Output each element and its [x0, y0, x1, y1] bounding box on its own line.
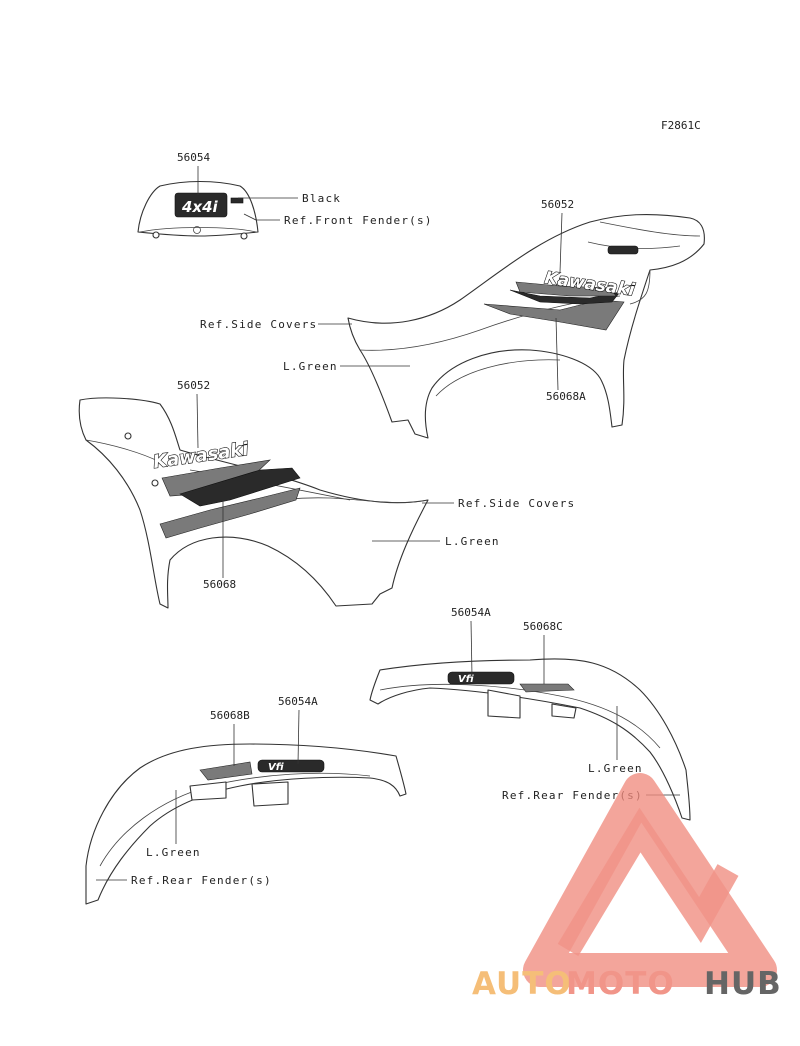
stripe-56068C: [519, 683, 575, 693]
ref-rear-fender-right: Ref.Rear Fender(s): [502, 789, 643, 802]
ref-front-fender: Ref.Front Fender(s): [284, 214, 433, 227]
right-side-cover-group: Kawasaki 56052 Ref.Side Covers L.Green 5…: [200, 198, 705, 439]
part-number-56054A-right: 56054A: [451, 606, 491, 619]
right-rear-fender-group: Vfi 56054A 56068C L.Green Ref.Rear Fende…: [369, 606, 691, 821]
part-number-56068B: 56068B: [210, 709, 250, 722]
part-number-56052-left: 56052: [177, 379, 210, 392]
ref-side-covers-left: Ref.Side Covers: [458, 497, 575, 510]
4x4i-badge: [174, 192, 228, 218]
side-stripe-56068A: [483, 299, 625, 331]
left-rear-fender-piece: [85, 743, 407, 905]
left-rear-fender-group: Vfi 56054A 56068B L.Green Ref.Rear Fende…: [85, 695, 407, 905]
badge-text: 4x4i: [181, 198, 219, 216]
color-note-black: Black: [302, 192, 341, 205]
right-rear-fender-piece: [369, 658, 691, 821]
emblem-text-left: Vfi: [268, 762, 284, 773]
color-note-lgreen-rear-right: L.Green: [588, 762, 643, 775]
emblem-text-right: Vfi: [458, 674, 474, 685]
left-side-cover-group: Kawasaki 56052 Ref.Side Covers L.Green 5…: [78, 379, 575, 609]
watermark-logo-icon: [523, 773, 777, 987]
watermark-hub: HUB: [704, 966, 782, 1002]
part-number-56054: 56054: [177, 151, 210, 164]
part-number-56068C: 56068C: [523, 620, 563, 633]
right-side-cover-piece: [347, 213, 705, 439]
color-note-lgreen-right: L.Green: [283, 360, 338, 373]
part-number-56052-right: 56052: [541, 198, 574, 211]
part-number-56068: 56068: [203, 578, 236, 591]
color-note-lgreen-left: L.Green: [445, 535, 500, 548]
color-note-lgreen-rear-left: L.Green: [146, 846, 201, 859]
emblem-56054A-right: [447, 671, 515, 685]
side-stripe-56068: [179, 467, 301, 507]
ref-side-covers-right: Ref.Side Covers: [200, 318, 317, 331]
automotohub-watermark: AUTO MOTO HUB: [472, 773, 782, 1002]
part-number-56054A-left: 56054A: [278, 695, 318, 708]
emblem-56054A-left: [257, 759, 325, 773]
figure-code: F2861C: [661, 119, 701, 132]
stripe-56068B: [199, 761, 253, 781]
part-number-56068A: 56068A: [546, 390, 586, 403]
watermark-auto: AUTO: [472, 966, 572, 1002]
watermark-moto: MOTO: [566, 966, 675, 1002]
ref-rear-fender-left: Ref.Rear Fender(s): [131, 874, 272, 887]
front-fender-group: 4x4i 56054 Black Ref.Front Fender(s): [137, 151, 433, 240]
